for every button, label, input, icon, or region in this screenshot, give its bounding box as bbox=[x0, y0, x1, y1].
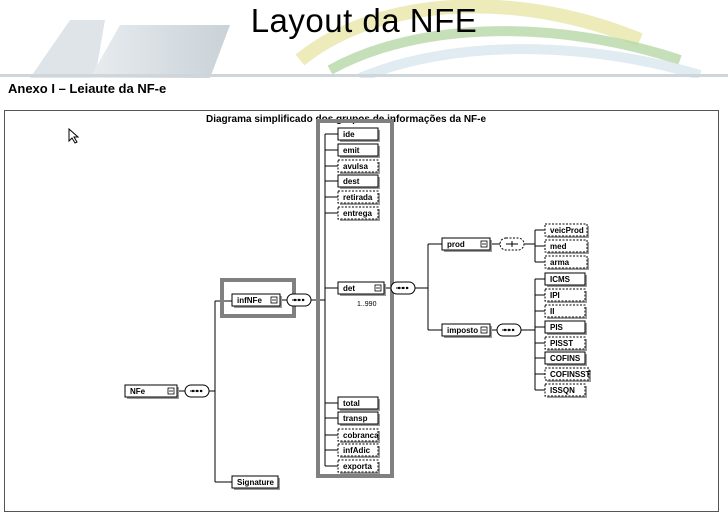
node-label: PIS bbox=[550, 323, 564, 332]
sequence-compositor-icon bbox=[496, 323, 522, 337]
node-label: ISSQN bbox=[550, 386, 575, 395]
node-ipi[interactable]: IPI bbox=[544, 288, 587, 303]
sequence-compositor-icon bbox=[184, 384, 210, 398]
node-label: retirada bbox=[343, 193, 373, 202]
node-label: arma bbox=[550, 258, 570, 267]
node-det[interactable]: det bbox=[337, 281, 386, 296]
node-infadic[interactable]: infAdic bbox=[337, 443, 380, 458]
node-label: dest bbox=[343, 177, 360, 186]
node-cobranca[interactable]: cobranca bbox=[337, 428, 380, 443]
node-retirada[interactable]: retirada bbox=[337, 190, 380, 205]
node-pisst[interactable]: PISST bbox=[544, 336, 587, 351]
node-label: veicProd bbox=[550, 226, 584, 235]
node-cofins[interactable]: COFINS bbox=[544, 351, 587, 366]
node-transp[interactable]: transp bbox=[337, 411, 380, 426]
node-infnfe[interactable]: infNFe bbox=[231, 293, 282, 308]
node-ide[interactable]: ide bbox=[337, 127, 380, 142]
node-label: avulsa bbox=[343, 162, 368, 171]
node-label: transp bbox=[343, 414, 368, 423]
node-label: IPI bbox=[550, 291, 560, 300]
node-label: imposto bbox=[447, 326, 478, 335]
node-avulsa[interactable]: avulsa bbox=[337, 159, 380, 174]
node-label: total bbox=[343, 399, 360, 408]
node-exporta[interactable]: exporta bbox=[337, 459, 380, 474]
banner-logo-graphic bbox=[0, 0, 728, 78]
node-signature[interactable]: Signature bbox=[231, 475, 280, 490]
node-cofinsst[interactable]: COFINSST bbox=[544, 367, 591, 382]
node-label: ide bbox=[343, 130, 355, 139]
header-banner: Layout da NFE bbox=[0, 0, 728, 78]
det-multiplicity: 1..990 bbox=[357, 301, 377, 308]
node-label: emit bbox=[343, 146, 360, 155]
page-title: Layout da NFE bbox=[250, 2, 478, 39]
node-total[interactable]: total bbox=[337, 396, 380, 411]
node-label: COFINS bbox=[550, 354, 581, 363]
node-arma[interactable]: arma bbox=[544, 255, 589, 270]
node-label: ICMS bbox=[550, 275, 571, 284]
node-label: entrega bbox=[343, 209, 372, 218]
node-label: infNFe bbox=[237, 296, 262, 305]
node-nfe[interactable]: NFe bbox=[124, 384, 179, 399]
sequence-compositor-icon bbox=[390, 281, 416, 295]
node-label: cobranca bbox=[343, 431, 379, 440]
node-emit[interactable]: emit bbox=[337, 143, 380, 158]
node-dest[interactable]: dest bbox=[337, 174, 380, 189]
node-label: prod bbox=[447, 240, 465, 249]
mouse-cursor-icon bbox=[68, 128, 80, 144]
sequence-compositor-icon bbox=[286, 293, 312, 307]
node-ii[interactable]: II bbox=[544, 304, 587, 319]
node-label: PISST bbox=[550, 339, 573, 348]
infnfe-children-highlight bbox=[316, 119, 394, 478]
node-label: Signature bbox=[237, 478, 274, 487]
node-label: exporta bbox=[343, 462, 372, 471]
node-icms[interactable]: ICMS bbox=[544, 272, 587, 287]
node-label: NFe bbox=[130, 387, 146, 396]
node-label: COFINSST bbox=[550, 370, 591, 379]
node-label: det bbox=[343, 284, 355, 293]
node-label: med bbox=[550, 242, 567, 251]
node-veicprod[interactable]: veicProd bbox=[544, 223, 589, 238]
node-imposto[interactable]: imposto bbox=[441, 323, 492, 338]
node-prod[interactable]: prod bbox=[441, 237, 492, 252]
node-issqn[interactable]: ISSQN bbox=[544, 383, 587, 398]
page-subtitle: Anexo I – Leiaute da NF-e bbox=[8, 81, 167, 96]
node-med[interactable]: med bbox=[544, 239, 589, 254]
node-entrega[interactable]: entrega bbox=[337, 206, 380, 221]
node-pis[interactable]: PIS bbox=[544, 320, 587, 335]
node-label: infAdic bbox=[343, 446, 371, 455]
choice-compositor-icon bbox=[499, 237, 525, 251]
node-label: II bbox=[550, 307, 554, 316]
